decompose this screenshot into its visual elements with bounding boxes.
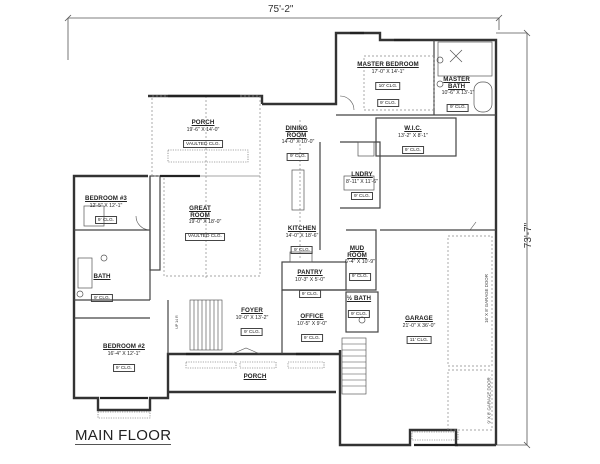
room-foyer: FOYER 10'-0" X 13'-2" 9' CLG.: [235, 307, 269, 338]
room-name: ½ BATH: [346, 295, 372, 302]
room-name: BEDROOM #3: [85, 195, 127, 202]
room-name: PORCH: [243, 373, 267, 380]
ceiling-tag: 9' CLG.: [376, 99, 400, 108]
ceiling-tag: 9' CLG.: [300, 334, 324, 343]
plan-title: MAIN FLOOR: [75, 427, 172, 446]
ceiling-tag: 9' CLG.: [286, 152, 310, 161]
room-dimensions: 10'-3" X 5'-0": [295, 276, 325, 283]
room-name: MASTER BATH: [443, 76, 470, 90]
room-bath: BATH 9' CLG.: [90, 273, 114, 303]
room-dimensions: 13'-2" X 8'-1": [398, 132, 428, 139]
ceiling-tag: 9' CLG.: [348, 272, 372, 281]
ceiling-tag: 10' CLG.: [375, 82, 401, 91]
room-name: FOYER: [241, 307, 263, 314]
ceiling-tag: VAULTED CLG.: [185, 232, 225, 241]
room-master-bedroom: MASTER BEDROOM 17'-0" X 14'-1" 10' CLG. …: [357, 61, 419, 109]
room-dimensions: 8'-11" X 11'-6": [346, 178, 378, 185]
ceiling-tag: 9' CLG.: [240, 328, 264, 337]
room-name: GARAGE: [405, 315, 433, 322]
ceiling-tag: 9' CLG.: [401, 146, 425, 155]
room-dimensions: 17'-0" X 14'-1": [371, 68, 405, 75]
room-dimensions: 19'-6" X 14'-0": [186, 126, 220, 133]
room-dimensions: 10'-6" X 13'-1": [441, 90, 475, 96]
windows: [100, 31, 458, 447]
fixtures: [76, 41, 493, 324]
room-wic: W.I.C. 13'-2" X 8'-1" 9' CLG.: [398, 125, 428, 156]
ceiling-tag: 9' CLG.: [350, 192, 374, 201]
room-name: MUD ROOM: [347, 245, 367, 259]
ceiling-tag: 11' CLG.: [406, 336, 432, 345]
room-name: BEDROOM #2: [103, 343, 145, 350]
room-name: KITCHEN: [287, 225, 317, 232]
dimension-lines: [64, 14, 531, 449]
ceiling-tag: 9' CLG.: [446, 103, 470, 112]
room-name: PANTRY: [297, 269, 323, 276]
room-dimensions: 12'-5" X 12'-1": [89, 202, 123, 209]
room-garage: GARAGE 21'-0" X 36'-0" 11' CLG.: [402, 315, 436, 346]
ceiling-tag: 9' CLG.: [290, 246, 314, 255]
door-swings: [135, 95, 477, 355]
room-great-room: GREAT ROOM 19'-0" X 18'-0" VAULTED CLG.: [185, 205, 225, 242]
room-bedroom-2: BEDROOM #2 16'-4" X 12'-1" 9' CLG.: [103, 343, 145, 374]
room-dimensions: 6'-4" X 10'-9": [345, 259, 375, 265]
room-office: OFFICE 10'-5" X 9'-0" 9' CLG.: [297, 313, 327, 344]
room-name: OFFICE: [300, 313, 324, 320]
ceiling-tag: VAULTED CLG.: [183, 140, 223, 149]
room-pantry: PANTRY 10'-3" X 5'-0" 9' CLG.: [295, 269, 325, 300]
room-name: GREAT ROOM: [189, 205, 211, 219]
overall-depth-dimension: 73'-7": [523, 222, 535, 249]
stairs: [189, 299, 367, 395]
room-dimensions: 19'-0" X 18'-0": [188, 219, 222, 225]
room-dimensions: 16'-4" X 12'-1": [107, 350, 141, 357]
garage-door-label-16ft: 16' X 8' GARAGE DOOR: [483, 274, 489, 323]
room-dimensions: 10'-0" X 13'-2": [235, 314, 269, 321]
interior-walls: [74, 40, 496, 354]
room-dimensions: 14'-0" X 18'-6": [285, 232, 319, 239]
garage-door-label-9ft: 9' X 8' GARAGE DOOR: [486, 377, 492, 424]
ceiling-tag: 9' CLG.: [112, 364, 136, 373]
room-laundry: LNDRY 8'-11" X 11'-6" 9' CLG.: [346, 171, 378, 202]
room-dimensions: 21'-0" X 36'-0": [402, 322, 436, 329]
room-front-porch: PORCH: [243, 373, 267, 381]
room-name: LNDRY: [351, 171, 373, 178]
ceiling-tag: 9' CLG.: [94, 216, 118, 225]
column-pads: [97, 149, 459, 441]
ceiling-tag: 9' CLG.: [90, 294, 114, 303]
ceiling-tag: 9' CLG.: [298, 290, 322, 299]
stair-note: UP 14 R: [174, 315, 179, 329]
room-name: PORCH: [191, 119, 215, 126]
room-mud-room: MUD ROOM 6'-4" X 10'-9" 9' CLG.: [345, 245, 375, 282]
overall-width-dimension: 75'-2": [268, 4, 294, 15]
room-dimensions: 10'-5" X 9'-0": [297, 320, 327, 327]
room-name: W.I.C.: [404, 125, 422, 132]
room-name: BATH: [93, 273, 111, 280]
room-name: DINING ROOM: [285, 125, 308, 139]
room-name: MASTER BEDROOM: [357, 61, 419, 68]
dashed-outlines: [151, 55, 493, 431]
room-dimensions: 14'-0" X 10'-0": [281, 139, 315, 145]
room-rear-porch: PORCH 19'-6" X 14'-0" VAULTED CLG.: [183, 119, 223, 150]
room-dining: DINING ROOM 14'-0" X 10'-0" 9' CLG.: [281, 125, 315, 162]
ceiling-tag: 9' CLG.: [347, 310, 371, 319]
room-master-bath: MASTER BATH 10'-6" X 13'-1" 9' CLG.: [441, 76, 475, 113]
room-half-bath: ½ BATH 9' CLG.: [346, 295, 372, 319]
room-bedroom-3: BEDROOM #3 12'-5" X 12'-1" 9' CLG.: [85, 195, 127, 226]
room-kitchen: KITCHEN 14'-0" X 18'-6" 9' CLG.: [285, 225, 319, 256]
